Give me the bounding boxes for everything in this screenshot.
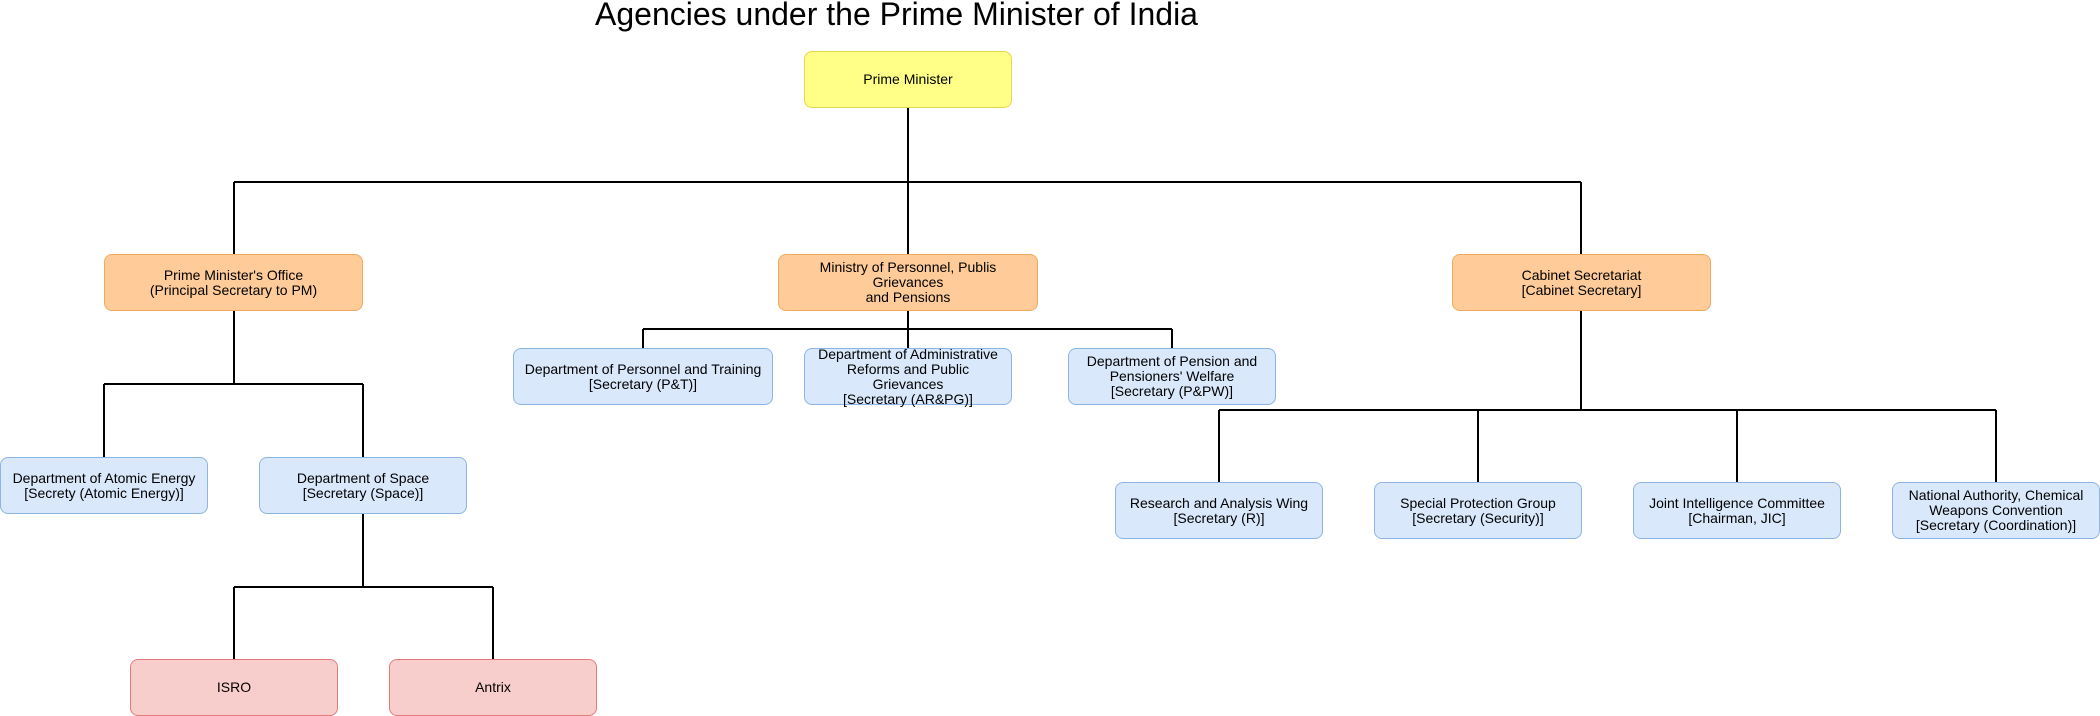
node-department-of-pension: Department of Pension and Pensioners' We… (1068, 348, 1276, 405)
node-cabinet-secretariat: Cabinet Secretariat [Cabinet Secretary] (1452, 254, 1711, 311)
node-national-authority-chemical-weapons: National Authority, Chemical Weapons Con… (1892, 482, 2100, 539)
node-department-of-atomic-energy: Department of Atomic Energy [Secrety (At… (0, 457, 208, 514)
node-department-of-space: Department of Space [Secretary (Space)] (259, 457, 467, 514)
node-isro: ISRO (130, 659, 338, 716)
node-department-of-personnel-and-training: Department of Personnel and Training [Se… (513, 348, 773, 405)
node-joint-intelligence-committee: Joint Intelligence Committee [Chairman, … (1633, 482, 1841, 539)
node-antrix: Antrix (389, 659, 597, 716)
node-prime-ministers-office: Prime Minister's Office (Principal Secre… (104, 254, 363, 311)
node-ministry-of-personnel: Ministry of Personnel, Publis Grievances… (778, 254, 1038, 311)
chart-title: Agencies under the Prime Minister of Ind… (595, 0, 1198, 32)
node-research-and-analysis-wing: Research and Analysis Wing [Secretary (R… (1115, 482, 1323, 539)
node-prime-minister: Prime Minister (804, 51, 1012, 108)
node-special-protection-group: Special Protection Group [Secretary (Sec… (1374, 482, 1582, 539)
node-department-of-administrative-reforms: Department of Administrative Reforms and… (804, 346, 1012, 406)
